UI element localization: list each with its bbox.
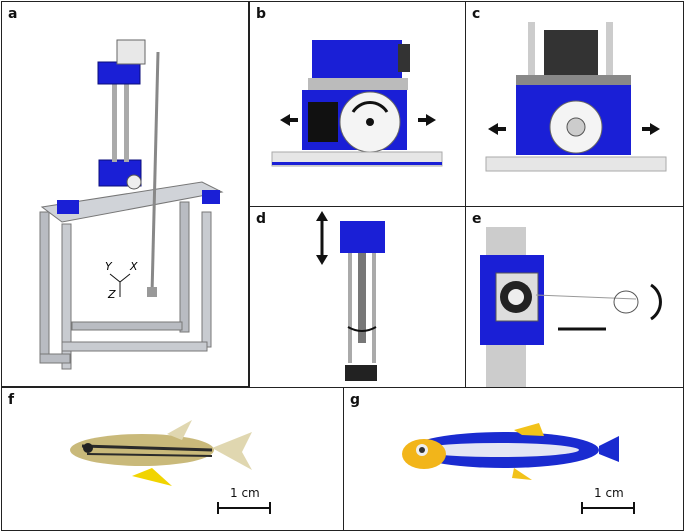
panel-label: a: [8, 6, 18, 22]
panel-label: c: [472, 6, 481, 22]
axis-x-label: X: [130, 260, 138, 273]
zebrafish-photo: [70, 420, 271, 514]
scale-bar-label: 1 cm: [594, 486, 624, 500]
panel-g: g 1 cm: [343, 387, 684, 531]
panel-f: f 1 cm: [1, 387, 344, 531]
panel-c: c: [465, 1, 684, 207]
panel-b: b: [249, 1, 466, 207]
panel-label: f: [8, 392, 15, 408]
robotic-fish-photo: [402, 423, 635, 514]
panel-d: d: [249, 206, 466, 388]
panel-a: a Y X Z: [1, 1, 249, 387]
panel-e: e: [465, 206, 684, 388]
x-axis-carriage-illustration: [271, 40, 443, 167]
z-axis-illustration: [316, 211, 385, 381]
scale-bar-label: 1 cm: [230, 486, 260, 500]
y-axis-carriage-illustration: [485, 22, 667, 172]
panel-label: g: [350, 392, 361, 408]
panel-label: e: [472, 211, 482, 227]
panel-label: d: [256, 211, 267, 227]
robot-frame-illustration: [39, 39, 224, 370]
axis-z-label: Z: [108, 288, 116, 301]
rotation-axis-illustration: [480, 227, 662, 387]
axis-y-label: Y: [105, 260, 112, 273]
panel-label: b: [256, 6, 267, 22]
